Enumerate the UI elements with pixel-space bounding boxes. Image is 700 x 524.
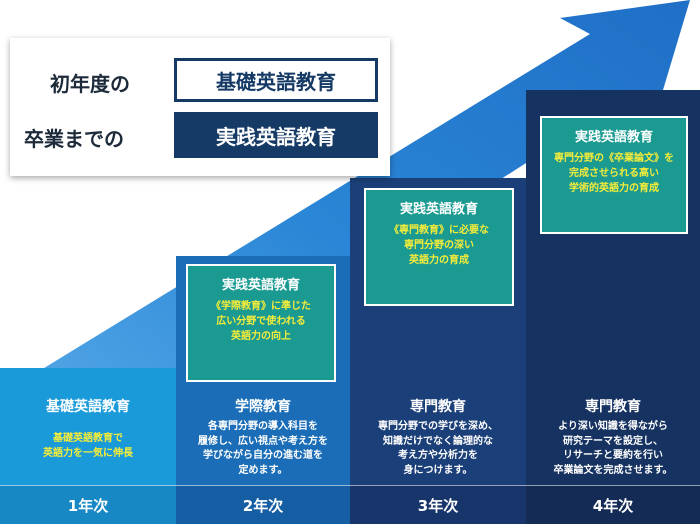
title-line2-text: 卒業までの: [24, 127, 124, 151]
year4-heading: 専門教育: [585, 399, 641, 415]
year3-column: 実践英語教育 《専門教育》に必要な 専門分野の深い 英語力の育成 専門教育 専門…: [350, 178, 526, 524]
title-tag-practical: 実践英語教育: [174, 112, 378, 158]
year1-heading: 基礎英語教育: [46, 399, 130, 415]
year2-column: 実践英語教育 《学際教育》に準じた 広い分野で使われる 英語力の向上 学際教育 …: [176, 256, 350, 524]
year3-box-description: 《専門教育》に必要な 専門分野の深い 英語力の育成: [389, 225, 489, 266]
year3-practical-box: 実践英語教育 《専門教育》に必要な 専門分野の深い 英語力の育成: [364, 188, 514, 306]
year4-label: 4年次: [526, 485, 700, 524]
year2-description: 各専門分野の導入科目を 履修し、広い視点や考え方を 学びながら自分の進む道を 定…: [198, 421, 328, 476]
year2-heading: 学際教育: [235, 399, 291, 415]
year3-box-title: 実践英語教育: [399, 202, 478, 217]
year1-description: 基礎英語教育で 英語力を一気に伸長: [43, 433, 133, 459]
year3-heading: 専門教育: [410, 399, 466, 415]
year4-column: 実践英語教育 専門分野の《卒業論文》を 完成させられる高い 学術的英語力の育成 …: [526, 90, 700, 524]
year4-box-description: 専門分野の《卒業論文》を 完成させられる高い 学術的英語力の育成: [554, 153, 674, 194]
year1-column: 基礎英語教育 基礎英語教育で 英語力を一気に伸長 1年次: [0, 368, 176, 524]
year2-box-description: 《学際教育》に準じた 広い分野で使われる 英語力の向上: [211, 301, 311, 342]
title-line1-text: 初年度の: [50, 72, 130, 96]
year4-box-title: 実践英語教育: [574, 130, 653, 145]
year1-label: 1年次: [0, 485, 176, 524]
year3-description: 専門分野での学びを深め、 知識だけでなく論理的な 考え方や分析力を 身につけます…: [378, 421, 498, 476]
year4-practical-box: 実践英語教育 専門分野の《卒業論文》を 完成させられる高い 学術的英語力の育成: [540, 116, 688, 234]
year2-practical-box: 実践英語教育 《学際教育》に準じた 広い分野で使われる 英語力の向上: [186, 264, 336, 382]
title-box: 初年度の 基礎英語教育 卒業までの 実践英語教育: [10, 38, 390, 176]
title-tag-basic: 基礎英語教育: [174, 58, 378, 102]
year3-label: 3年次: [350, 485, 526, 524]
year2-label: 2年次: [176, 485, 350, 524]
year2-box-title: 実践英語教育: [221, 278, 300, 293]
year4-description: より深い知識を得ながら 研究テーマを設定し、 リサーチと要約を行い 卒業論文を完…: [553, 421, 673, 476]
